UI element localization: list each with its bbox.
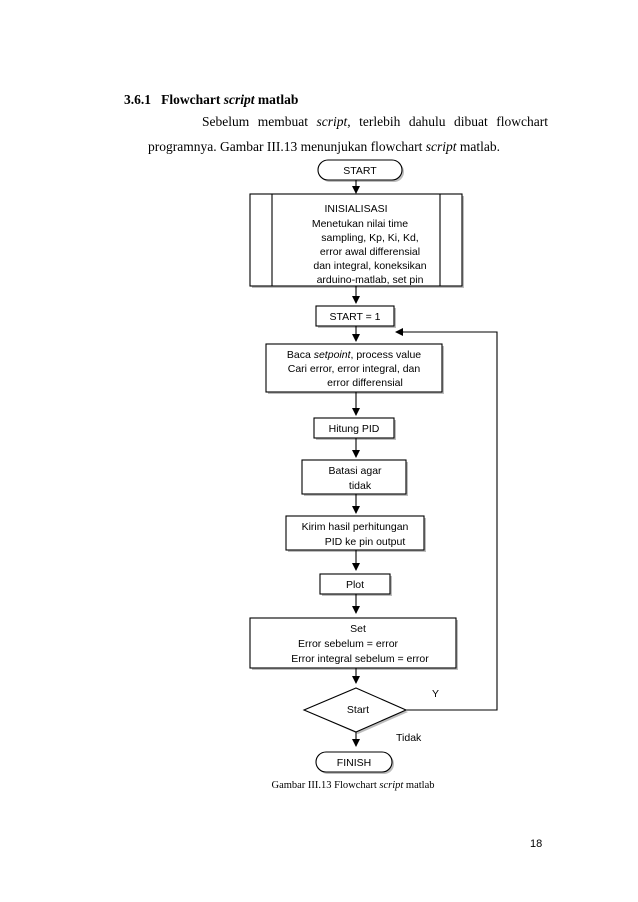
decision-diamond: Start [302,687,408,734]
init-line: arduino-matlab, set pin [317,274,424,286]
read-line-3: error differensial [327,377,403,389]
finish-label: FINISH [337,757,371,769]
send-box: Kirim hasil perhitungan PID ke pin outpu… [285,515,426,552]
init-line: Menetukan nilai time [312,218,408,230]
paragraph-line-1-b: , terlebih dahulu dibuat flowchart [347,114,549,129]
section-title-italic: script [223,92,255,107]
plot-label: Plot [346,579,364,591]
plot-box: Plot [319,573,392,596]
paragraph-line-1-a: Sebelum membuat [202,114,317,129]
init-box: INISIALISASI Menetukan nilai time sampli… [249,193,464,288]
init-line: dan integral, koneksikan [313,260,426,272]
pid-box: Hitung PID [313,417,396,440]
set-box: Set Error sebelum = error Error integral… [249,617,458,670]
paragraph-line-1-italic: script [316,114,348,129]
init-line: sampling, Kp, Ki, Kd, [321,232,418,244]
init-line: error awal differensial [320,246,420,258]
decision-label: Start [347,704,369,716]
limit-line: Batasi agar [328,465,382,477]
send-line: PID ke pin output [325,536,406,548]
limit-line: tidak [349,480,372,492]
init-title: INISIALISASI [324,203,387,215]
set-line: Error integral sebelum = error [291,653,429,665]
read-box: Baca setpoint, process value Cari error,… [265,343,444,394]
paragraph-line-1: Sebelum membuat script, terlebih dahulu … [124,114,548,130]
section-title-b: matlab [254,92,299,107]
read-line-2: Cari error, error integral, dan [288,363,421,375]
section-heading: 3.6.1 Flowchart script matlab [124,92,298,108]
no-label: Tidak [396,732,422,744]
paragraph-line-2-italic: script [425,139,457,154]
paragraph-line-2-a: programnya. Gambar III.13 menunjukan flo… [148,139,426,154]
page-number: 18 [530,838,543,850]
start-eq-label: START = 1 [329,311,380,323]
paragraph-line-2-b: matlab. [456,139,501,154]
loop-line-yes [404,331,498,711]
finish-terminal: FINISH [315,751,394,774]
section-number: 3.6.1 [124,92,151,107]
figure-caption: Gambar III.13 Flowchart script matlab [0,780,638,791]
limit-box: Batasi agar tidak [301,459,408,496]
set-line: Error sebelum = error [298,638,399,650]
pid-label: Hitung PID [329,423,380,435]
start-label: START [343,165,377,177]
send-line: Kirim hasil perhitungan [302,521,409,533]
set-line: Set [350,623,366,635]
yes-label: Y [432,688,439,700]
start-terminal: START [317,159,404,182]
start-eq-box: START = 1 [315,305,396,328]
caption-a: Gambar III.13 Flowchart [271,780,380,791]
read-line-1: Baca setpoint, process value [287,349,421,361]
caption-italic: script [379,780,404,791]
paragraph-line-2: programnya. Gambar III.13 menunjukan flo… [148,139,500,155]
caption-b: matlab [403,780,435,791]
section-title-a: Flowchart [161,92,224,107]
